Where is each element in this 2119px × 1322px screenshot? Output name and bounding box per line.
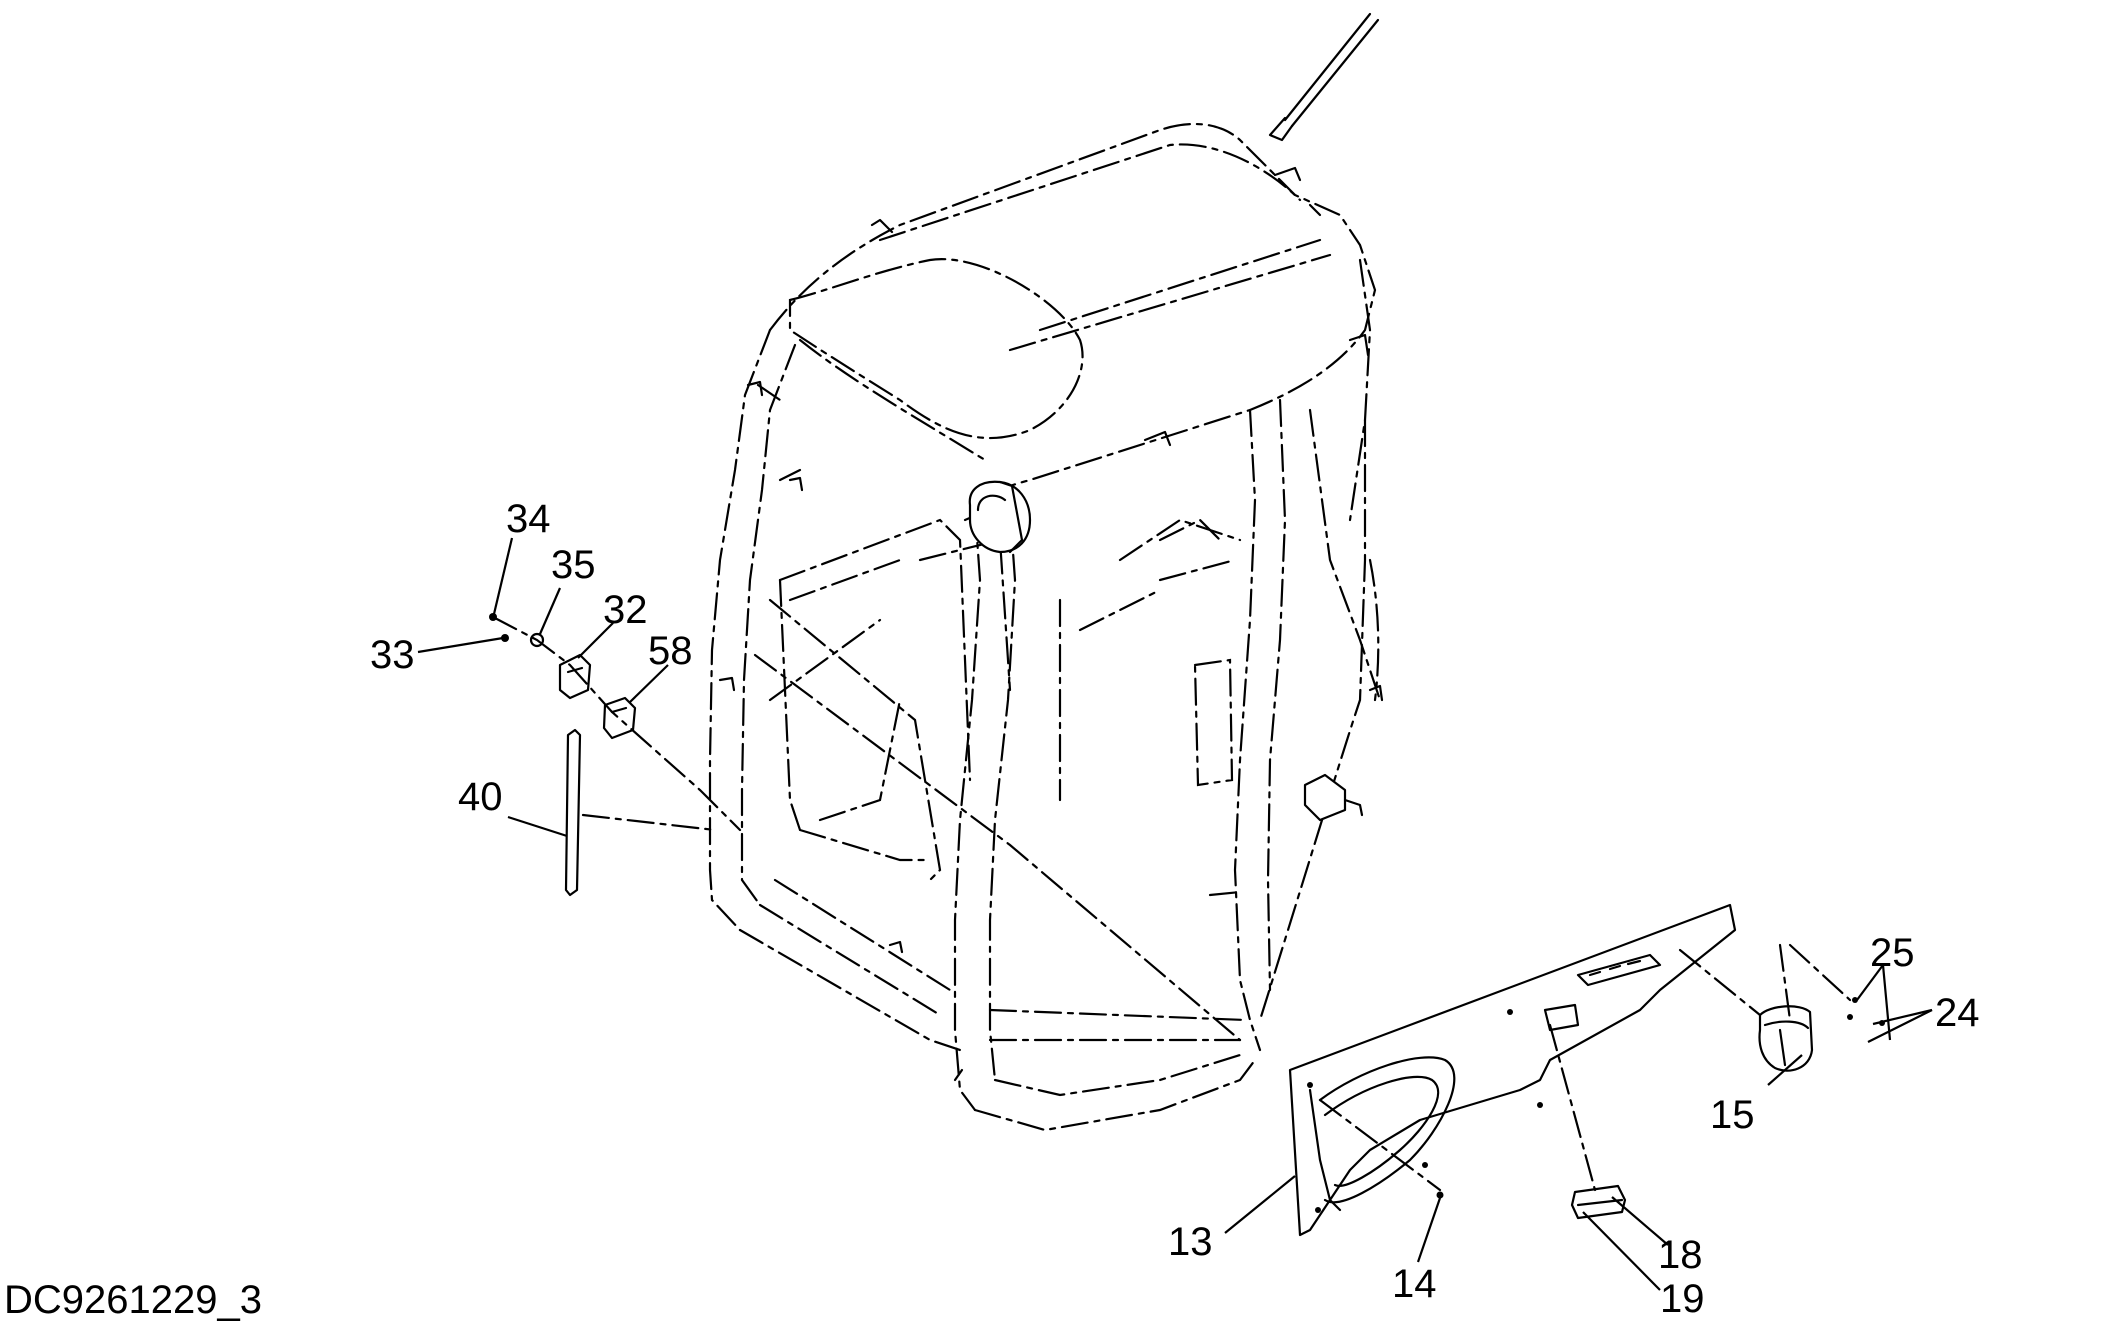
cab-frame bbox=[708, 12, 1384, 1132]
callout-32: 32 bbox=[603, 588, 648, 632]
callout-34: 34 bbox=[506, 497, 551, 541]
callout-25: 25 bbox=[1870, 931, 1915, 975]
callout-24: 24 bbox=[1935, 991, 1980, 1035]
callout-40: 40 bbox=[458, 775, 503, 819]
part-18-19-socket bbox=[1570, 1184, 1627, 1220]
callout-18: 18 bbox=[1658, 1233, 1703, 1277]
part-15-cup-holder bbox=[1758, 1005, 1814, 1072]
callout-15: 15 bbox=[1710, 1093, 1755, 1137]
callout-58: 58 bbox=[648, 629, 693, 673]
callout-labels: 34 35 32 33 58 40 25 24 15 13 14 18 19 bbox=[370, 497, 1980, 1321]
callout-19: 19 bbox=[1660, 1277, 1705, 1321]
part-14-screw bbox=[1436, 1191, 1444, 1199]
part-58-bracket bbox=[602, 696, 637, 740]
part-32-bracket bbox=[558, 653, 592, 700]
callout-35: 35 bbox=[551, 543, 596, 587]
part-13-side-panel bbox=[1288, 903, 1737, 1237]
document-id: DC9261229_3 bbox=[4, 1278, 262, 1322]
callout-13: 13 bbox=[1168, 1220, 1213, 1264]
callout-33: 33 bbox=[370, 633, 415, 677]
assembly-lines bbox=[491, 615, 1852, 1192]
leader-lines bbox=[417, 537, 1933, 1291]
part-40-seal-strip bbox=[564, 728, 582, 897]
callout-14: 14 bbox=[1392, 1262, 1437, 1306]
